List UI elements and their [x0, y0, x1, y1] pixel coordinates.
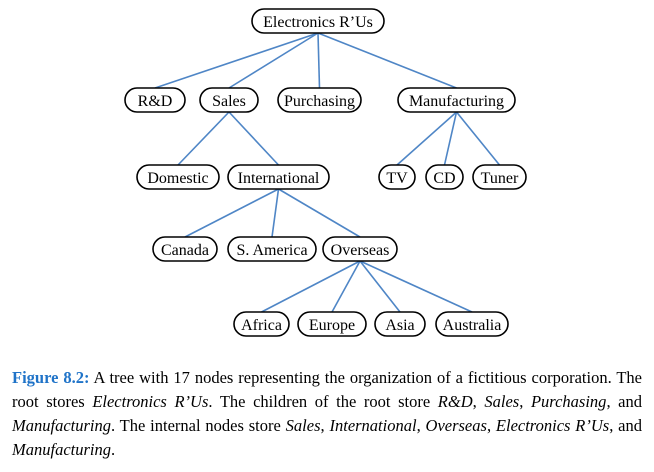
node-samerica: S. America: [227, 236, 317, 262]
caption-emph: Electronics R’Us: [495, 416, 610, 435]
node-rd: R&D: [124, 87, 186, 113]
node-domestic: Domestic: [136, 164, 220, 190]
caption-text: ,: [486, 416, 496, 435]
node-tv: TV: [378, 164, 416, 190]
node-samerica-label: S. America: [236, 242, 307, 259]
node-international: International: [227, 164, 330, 190]
node-africa: Africa: [233, 311, 290, 337]
node-cd-label: CD: [433, 170, 455, 187]
edge-international-canada: [184, 188, 279, 238]
caption-text: . The children of the root store: [208, 392, 438, 411]
node-domestic-label: Domestic: [147, 170, 208, 187]
node-purchasing: Purchasing: [277, 87, 362, 113]
caption-emph: Manufacturing: [12, 440, 111, 459]
caption-text: ,: [472, 392, 485, 411]
node-africa-label: Africa: [241, 317, 282, 334]
edge-root-rd: [154, 32, 319, 89]
organization-tree: Electronics R’Us R&D Sales Purchasing Ma…: [124, 8, 527, 337]
edge-manufacturing-tuner: [455, 111, 501, 166]
caption-text: ,: [519, 392, 531, 411]
caption-emph: Sales: [285, 416, 321, 435]
node-europe-label: Europe: [309, 317, 355, 334]
node-cd: CD: [425, 164, 464, 190]
caption-emph: Electronics R’Us: [92, 392, 209, 411]
node-international-label: International: [238, 170, 320, 187]
caption-text: A tree with 17 nodes representing the or…: [12, 368, 642, 411]
caption-label: Figure 8.2:: [12, 368, 90, 387]
edge-international-overseas: [278, 188, 361, 238]
edge-overseas-europe: [331, 260, 361, 313]
caption-emph: Manufacturing: [12, 416, 111, 435]
edge-overseas-asia: [359, 260, 401, 313]
edge-root-purchasing: [317, 32, 321, 89]
caption-emph: Purchasing: [530, 392, 607, 411]
node-tuner-label: Tuner: [481, 170, 519, 187]
node-manufacturing: Manufacturing: [397, 87, 516, 113]
edge-root-sales: [228, 32, 319, 89]
tree-edges: [154, 32, 501, 313]
node-australia: Australia: [435, 311, 509, 337]
node-australia-label: Australia: [443, 317, 502, 334]
node-root-label: Electronics R’Us: [263, 14, 373, 31]
caption-text: .: [111, 440, 116, 459]
caption-emph: R&D: [437, 392, 473, 411]
caption-text: , and: [609, 416, 642, 435]
caption-text: , and: [606, 392, 643, 411]
node-sales: Sales: [199, 87, 259, 113]
edge-sales-international: [228, 111, 280, 166]
node-asia-label: Asia: [385, 317, 414, 334]
edge-root-manufacturing: [317, 32, 457, 89]
edge-manufacturing-tv: [396, 111, 458, 166]
caption-emph: Overseas: [425, 416, 487, 435]
caption-text: ,: [320, 416, 330, 435]
node-asia: Asia: [374, 311, 426, 337]
edge-overseas-africa: [261, 260, 361, 313]
node-overseas-label: Overseas: [331, 242, 390, 259]
node-purchasing-label: Purchasing: [284, 93, 355, 110]
edge-sales-domestic: [177, 111, 230, 166]
caption-emph: Sales: [484, 392, 520, 411]
node-canada: Canada: [152, 236, 218, 262]
node-canada-label: Canada: [161, 242, 209, 259]
edge-international-samerica: [271, 188, 280, 238]
node-tv-label: TV: [386, 170, 408, 187]
caption-emph: International: [329, 416, 417, 435]
node-europe: Europe: [297, 311, 367, 337]
caption-text: ,: [416, 416, 426, 435]
edge-manufacturing-cd: [443, 111, 458, 166]
node-manufacturing-label: Manufacturing: [409, 93, 504, 110]
caption-text: . The internal nodes store: [111, 416, 286, 435]
node-tuner: Tuner: [472, 164, 527, 190]
node-rd-label: R&D: [138, 93, 173, 110]
edge-overseas-australia: [359, 260, 473, 313]
node-sales-label: Sales: [212, 93, 246, 110]
figure-caption: Figure 8.2: A tree with 17 nodes represe…: [12, 366, 642, 462]
node-overseas: Overseas: [322, 236, 398, 262]
node-root: Electronics R’Us: [251, 8, 385, 34]
